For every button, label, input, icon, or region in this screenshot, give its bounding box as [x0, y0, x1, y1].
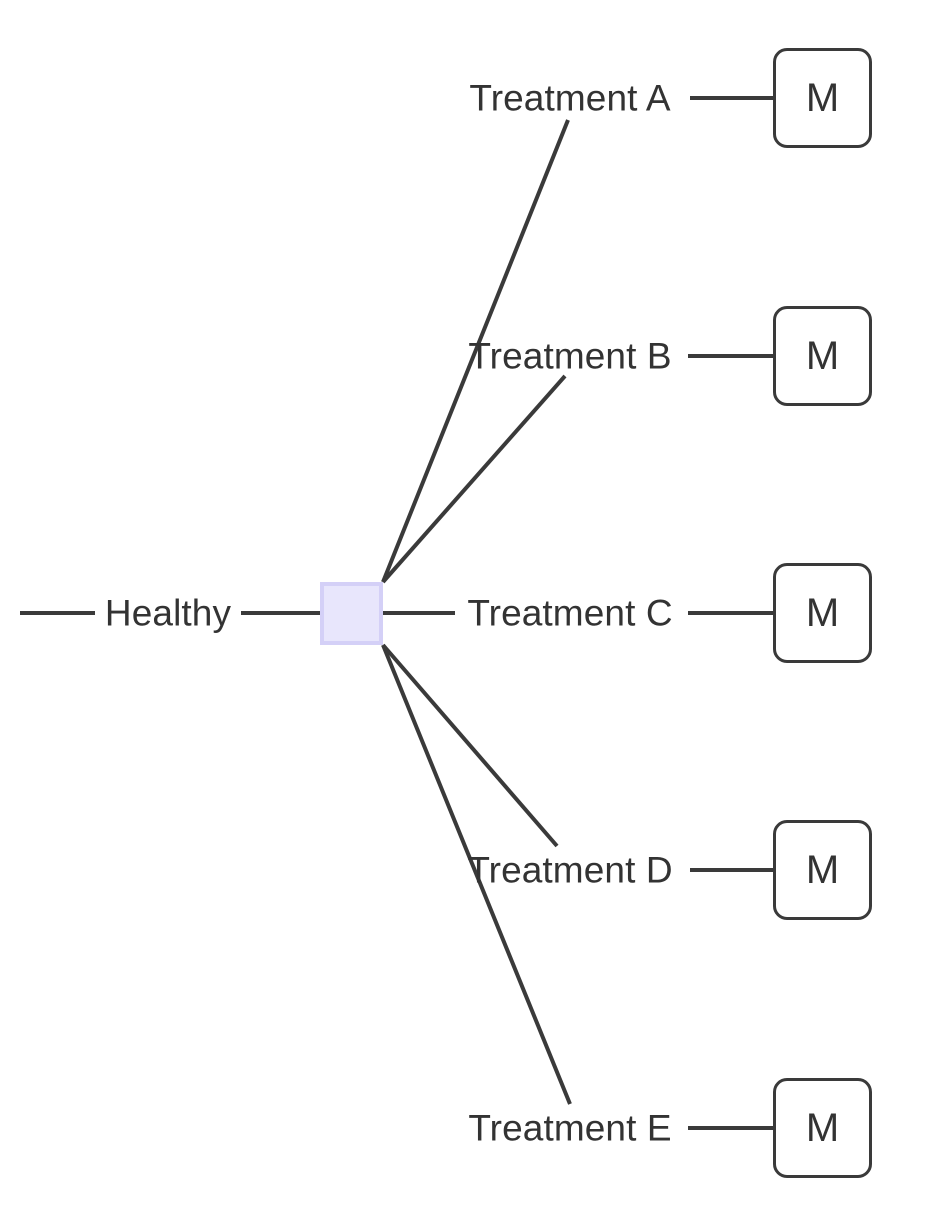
branch-label-treatment-b[interactable]: Treatment B [468, 335, 672, 377]
branch-edge-treatment-e [381, 644, 572, 1105]
metric-box-treatment-b[interactable]: M [773, 306, 872, 406]
metric-box-label: M [805, 334, 840, 378]
branch-edge-treatment-b [381, 374, 567, 584]
metric-box-treatment-c[interactable]: M [773, 563, 872, 663]
branch-label-treatment-d[interactable]: Treatment D [467, 849, 673, 891]
metric-box-label: M [805, 76, 840, 120]
metric-box-treatment-d[interactable]: M [773, 820, 872, 920]
branch-edge-treatment-d [381, 643, 559, 848]
branch-label-treatment-a[interactable]: Treatment A [469, 77, 671, 119]
metric-box-treatment-a[interactable]: M [773, 48, 872, 148]
metric-box-treatment-e[interactable]: M [773, 1078, 872, 1178]
branch-edge-treatment-a [381, 119, 570, 583]
metric-box-label: M [805, 848, 840, 892]
branch-label-treatment-e[interactable]: Treatment E [468, 1107, 672, 1149]
root-label-healthy[interactable]: Healthy [104, 592, 232, 634]
metric-box-label: M [805, 591, 840, 635]
branch-hub-node[interactable] [320, 582, 383, 645]
branch-label-treatment-c[interactable]: Treatment C [467, 592, 673, 634]
metric-box-label: M [805, 1106, 840, 1150]
